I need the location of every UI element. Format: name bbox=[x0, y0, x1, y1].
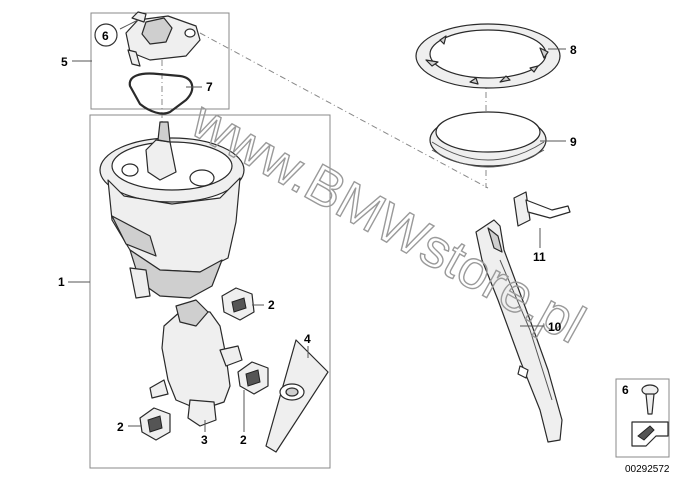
callout-8: 8 bbox=[570, 43, 577, 57]
part-sealing-ring bbox=[429, 111, 547, 168]
part-level-sensor bbox=[475, 219, 563, 443]
alignment-line-lid-to-ring bbox=[199, 32, 489, 189]
part-clip bbox=[513, 191, 571, 227]
part-holder-middle bbox=[237, 361, 269, 395]
part-lock-ring bbox=[415, 23, 561, 89]
group-box-screw bbox=[615, 378, 670, 458]
callout-1: 1 bbox=[58, 275, 65, 289]
group-box-main bbox=[89, 114, 331, 469]
part-cover-flange bbox=[125, 11, 201, 67]
callout-5: 5 bbox=[61, 55, 68, 69]
callout-4: 4 bbox=[304, 332, 311, 346]
callout-3: 3 bbox=[201, 433, 208, 447]
callout-6-small: 6 bbox=[622, 383, 629, 397]
callout-11: 11 bbox=[533, 250, 546, 264]
leader-line-6 bbox=[119, 19, 139, 30]
callout-2-middle: 2 bbox=[240, 433, 247, 447]
callout-2-bottom: 2 bbox=[117, 420, 124, 434]
callout-2-top: 2 bbox=[268, 298, 275, 312]
part-holder-bottom bbox=[139, 407, 171, 441]
callout-6: 6 bbox=[102, 29, 109, 43]
callout-6-circle bbox=[94, 23, 118, 47]
part-filter bbox=[265, 339, 329, 453]
callout-7: 7 bbox=[206, 80, 213, 94]
callout-9: 9 bbox=[570, 135, 577, 149]
part-pump-module bbox=[99, 121, 245, 299]
part-holder-top bbox=[221, 287, 255, 321]
callout-10: 10 bbox=[548, 320, 562, 334]
reference-number: 00292572 bbox=[625, 464, 670, 475]
part-gasket bbox=[128, 72, 194, 115]
part-pump-insert bbox=[149, 299, 243, 427]
part-screw bbox=[631, 384, 669, 447]
